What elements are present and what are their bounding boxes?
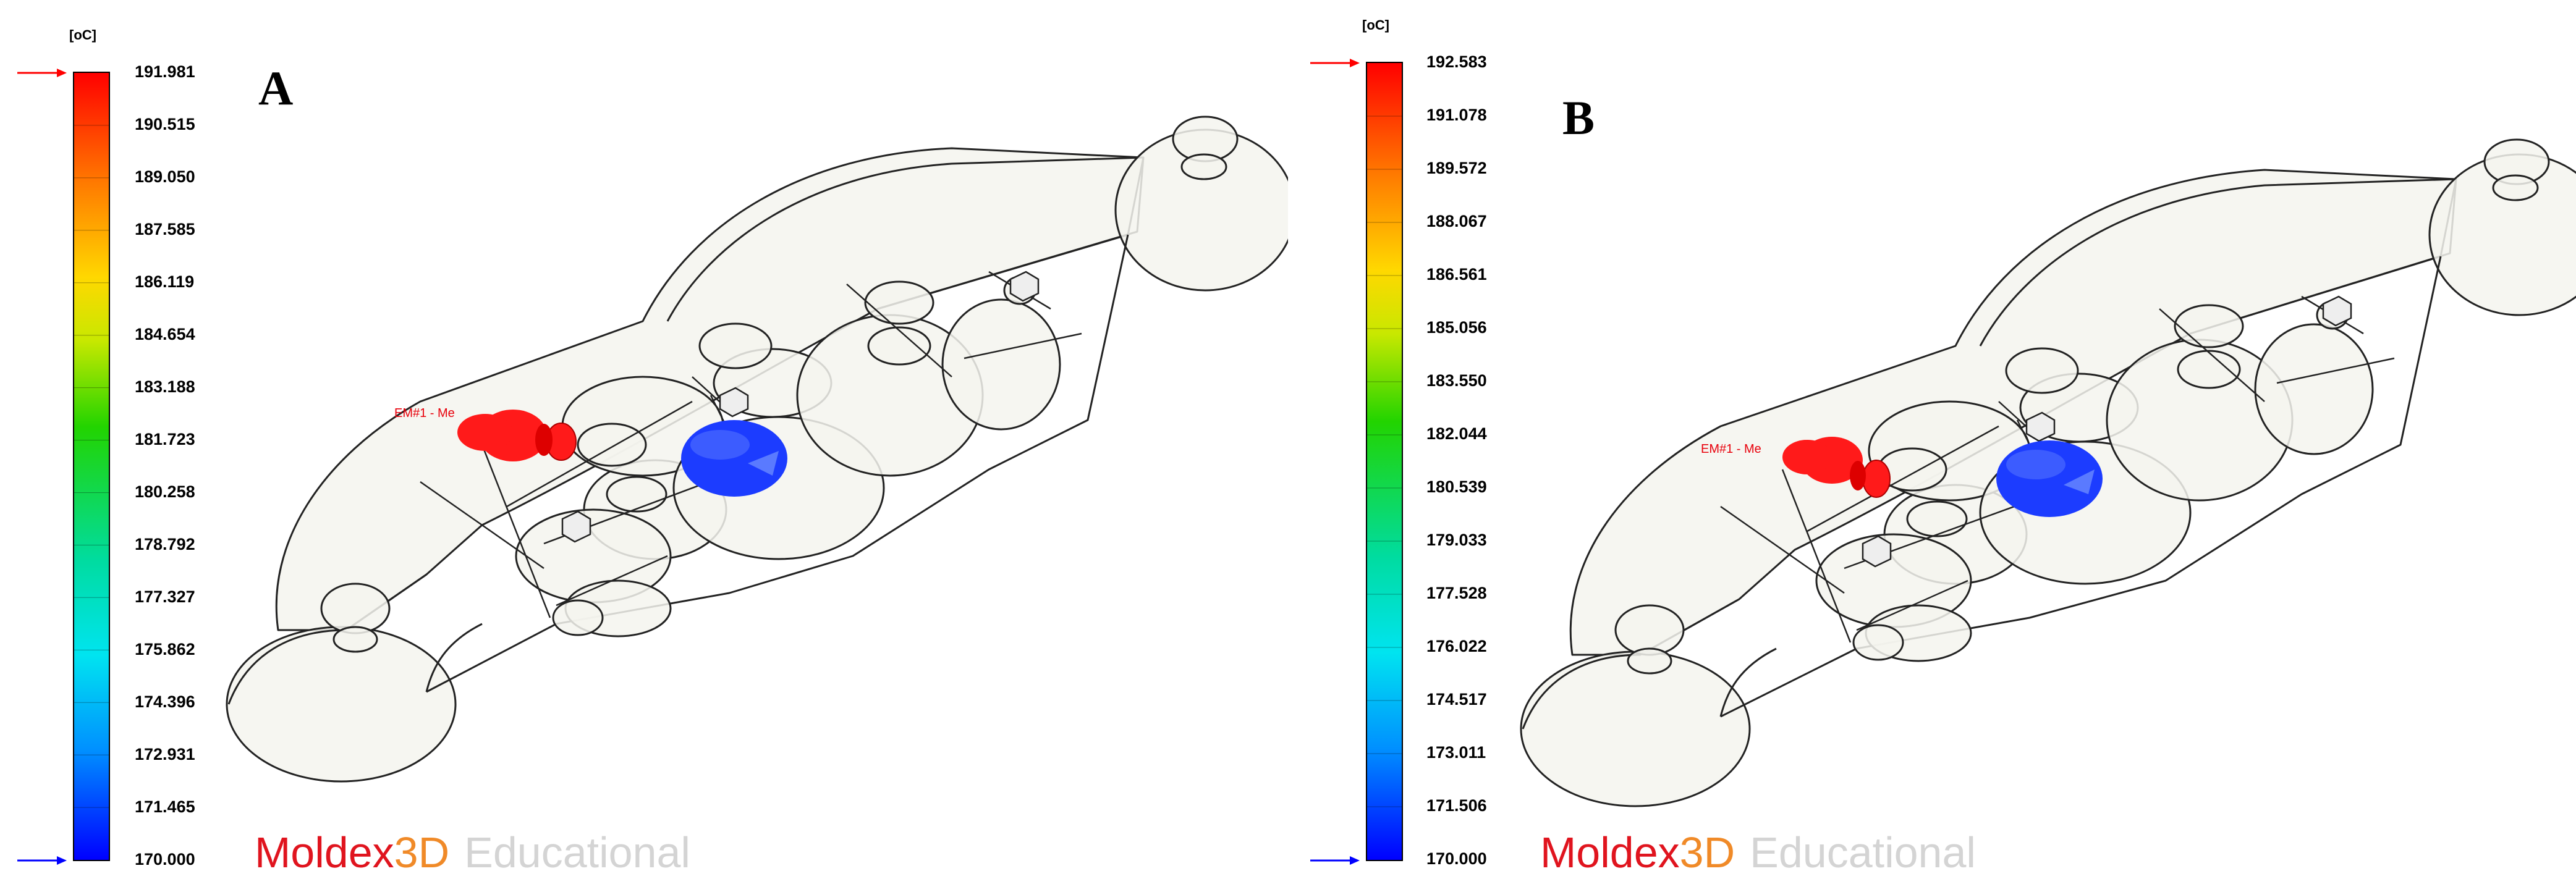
result-panel-b: [oC] xyxy=(1288,0,2576,892)
logo-brand-suffix: 3D xyxy=(394,828,450,877)
scale-tick-label: 171.465 xyxy=(135,797,195,816)
part-model-view[interactable]: EM#1 - Me xyxy=(1288,0,2576,892)
scale-tick-label: 186.119 xyxy=(135,272,195,291)
scale-tick-label: 176.022 xyxy=(1426,637,1487,655)
gate-label: EM#1 - Me xyxy=(1701,442,1761,456)
gate-label: EM#1 - Me xyxy=(394,406,455,420)
scale-tick-label: 170.000 xyxy=(135,850,195,869)
logo-brand: Moldex xyxy=(255,828,394,877)
temperature-color-scale xyxy=(1366,62,1403,861)
logo-edition: Educational xyxy=(464,828,690,877)
scale-tick-label: 192.583 xyxy=(1426,53,1487,71)
scale-tick-label: 177.528 xyxy=(1426,584,1487,602)
part-model-view[interactable]: EM#1 - Me xyxy=(0,0,1288,892)
temperature-unit-label: [oC] xyxy=(69,27,96,43)
scale-tick-label: 178.792 xyxy=(135,535,195,553)
scale-tick-label: 190.515 xyxy=(135,115,195,133)
scale-tick-label: 170.000 xyxy=(1426,849,1487,868)
scale-tick-label: 181.723 xyxy=(135,430,195,448)
min-value-arrow-icon xyxy=(1310,856,1360,865)
hot-spot-marker xyxy=(1782,437,1891,498)
scale-tick-label: 180.258 xyxy=(135,482,195,501)
result-panel-a: [oC] xyxy=(0,0,1288,892)
scale-tick-label: 184.654 xyxy=(135,325,195,343)
moldex3d-logo: Moldex3D Educational xyxy=(1540,828,1976,877)
scale-tick-label: 171.506 xyxy=(1426,796,1487,815)
cold-spot-marker xyxy=(681,420,787,497)
scale-tick-label: 191.981 xyxy=(135,62,195,81)
scale-tick-label: 189.572 xyxy=(1426,159,1487,177)
logo-edition: Educational xyxy=(1750,828,1976,877)
scale-tick-label: 174.396 xyxy=(135,692,195,711)
scale-tick-label: 174.517 xyxy=(1426,690,1487,709)
panel-letter: A xyxy=(258,61,294,115)
left-end-lobe xyxy=(1520,650,1751,807)
hot-spot-marker xyxy=(457,410,577,461)
cold-spot-marker xyxy=(1996,440,2103,517)
temperature-color-scale xyxy=(73,72,110,861)
scale-tick-label: 175.862 xyxy=(135,640,195,658)
scale-tick-label: 185.056 xyxy=(1426,318,1487,337)
scale-tick-label: 187.585 xyxy=(135,220,195,238)
left-end-lobe xyxy=(226,626,457,783)
scale-tick-label: 188.067 xyxy=(1426,212,1487,230)
scale-tick-label: 183.550 xyxy=(1426,371,1487,390)
scale-tick-label: 183.188 xyxy=(135,377,195,396)
max-value-arrow-icon xyxy=(1310,59,1360,67)
scale-tick-label: 179.033 xyxy=(1426,531,1487,549)
panel-letter: B xyxy=(1562,91,1595,145)
scale-tick-label: 186.561 xyxy=(1426,265,1487,284)
temperature-unit-label: [oC] xyxy=(1362,17,1389,33)
scale-tick-label: 177.327 xyxy=(135,587,195,606)
scale-tick-label: 189.050 xyxy=(135,167,195,186)
logo-brand-suffix: 3D xyxy=(1679,828,1735,877)
scale-tick-label: 191.078 xyxy=(1426,106,1487,124)
moldex3d-logo: Moldex3D Educational xyxy=(255,828,690,877)
scale-tick-label: 180.539 xyxy=(1426,478,1487,496)
logo-brand: Moldex xyxy=(1540,828,1680,877)
scale-tick-label: 173.011 xyxy=(1426,743,1486,762)
max-value-arrow-icon xyxy=(17,69,67,77)
scale-tick-label: 172.931 xyxy=(135,745,195,764)
min-value-arrow-icon xyxy=(17,856,67,865)
scale-tick-label: 182.044 xyxy=(1426,424,1487,443)
